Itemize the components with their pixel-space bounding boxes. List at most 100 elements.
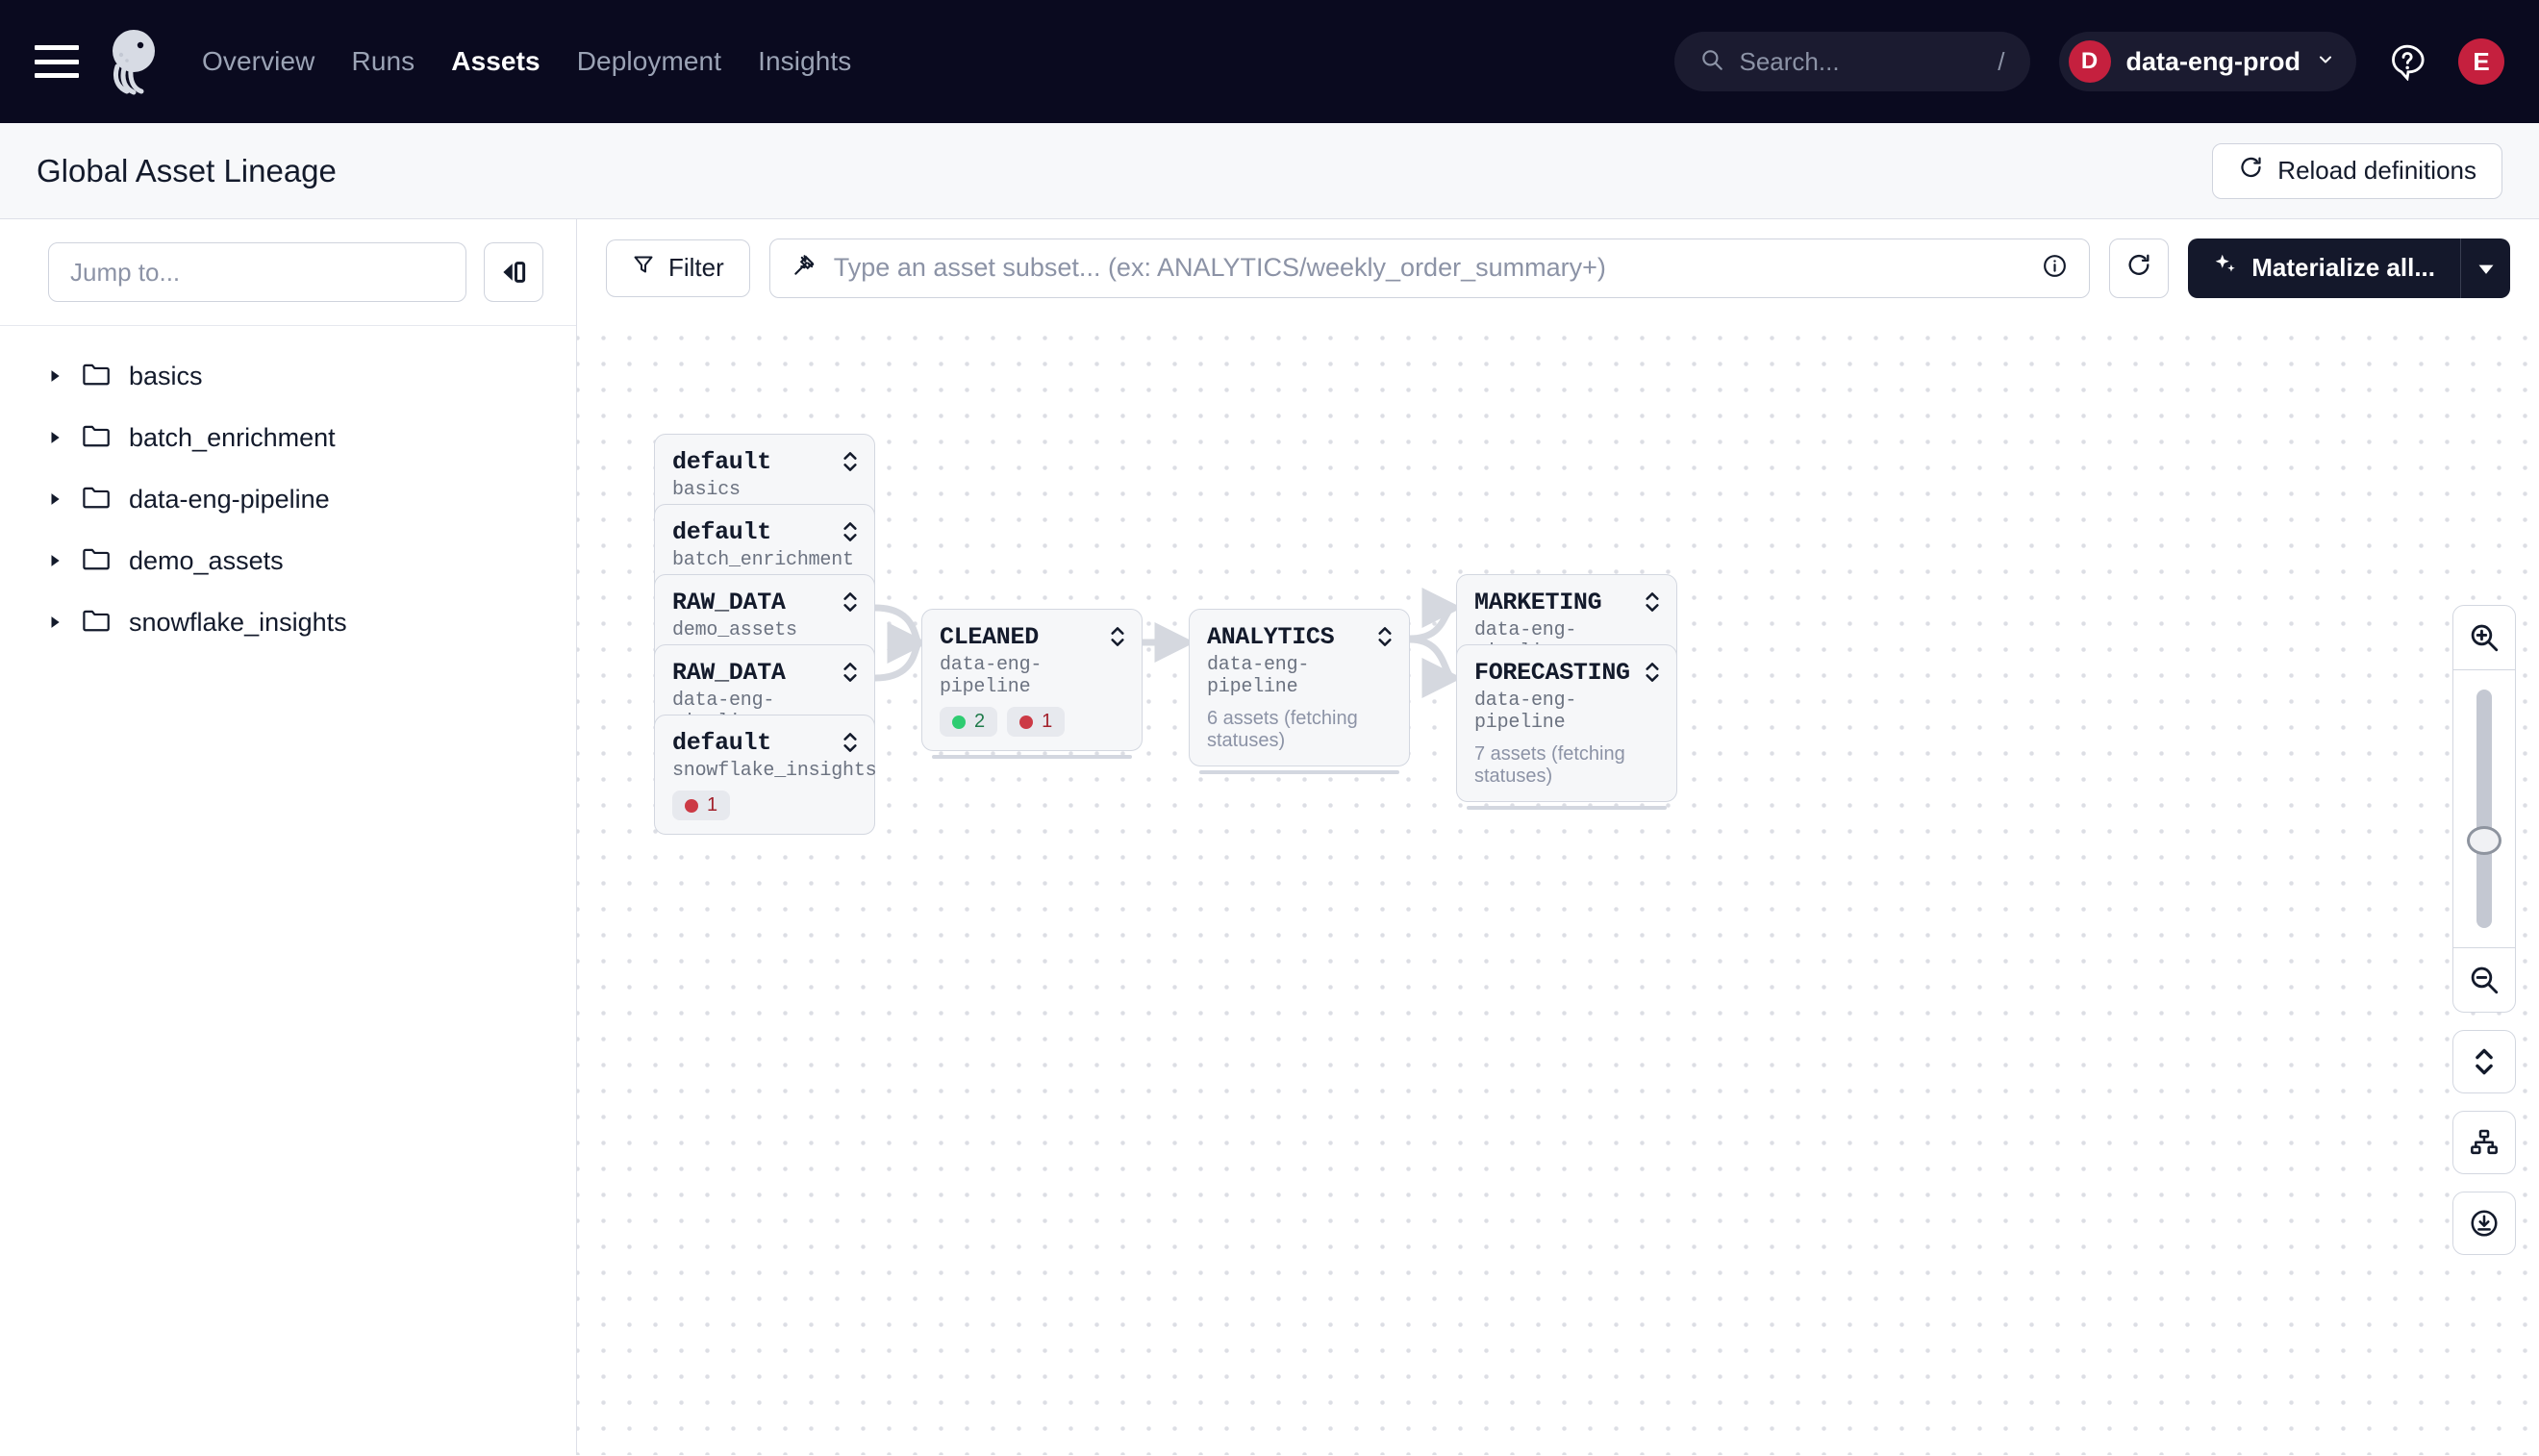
collapse-panel-icon[interactable]: [484, 242, 543, 302]
chevron-right-icon[interactable]: [46, 615, 63, 629]
status-badge-success[interactable]: 2: [940, 707, 998, 737]
user-avatar[interactable]: E: [2458, 38, 2504, 85]
status-count: 1: [707, 794, 718, 816]
node-title: default: [672, 448, 771, 476]
expand-collapse-chevrons-icon[interactable]: [1644, 590, 1661, 618]
sidebar-item-data-eng-pipeline[interactable]: data-eng-pipeline: [0, 468, 576, 530]
chevron-right-icon[interactable]: [46, 492, 63, 506]
folder-icon: [83, 547, 110, 575]
search-placeholder: Search...: [1739, 46, 1840, 76]
folder-icon: [83, 363, 110, 390]
node-subtitle: data-eng-pipeline: [940, 654, 1043, 698]
sidebar-item-snowflake-insights[interactable]: snowflake_insights: [0, 591, 576, 653]
zoom-in-icon[interactable]: [2453, 606, 2515, 669]
folder-icon: [83, 486, 110, 514]
edge-analytics-to-marketing: [1409, 588, 1463, 642]
expand-collapse-chevrons-icon[interactable]: [842, 590, 859, 618]
dagster-logo[interactable]: [104, 28, 163, 95]
refresh-graph-button[interactable]: [2109, 238, 2170, 298]
sidebar-item-label: basics: [129, 361, 203, 390]
status-count: 1: [1042, 711, 1053, 732]
node-fetching-status: 7 assets (fetching statuses): [1474, 743, 1625, 787]
filter-button[interactable]: Filter: [606, 238, 750, 297]
asset-subset-input[interactable]: Type an asset subset... (ex: ANALYTICS/w…: [768, 238, 2091, 298]
chevron-right-icon[interactable]: [46, 554, 63, 567]
refresh-icon: [2238, 155, 2264, 188]
sidebar-item-basics[interactable]: basics: [0, 345, 576, 407]
node-title: RAW_DATA: [672, 589, 786, 616]
node-status-chips: 1: [672, 791, 855, 820]
graph-toolbar: Filter Type an asset subset... (ex: ANAL…: [577, 219, 2539, 316]
zoom-slider-stack: [2452, 605, 2516, 1013]
node-subtitle: demo_assets: [672, 619, 797, 641]
node-subtitle: data-eng-pipeline: [1207, 654, 1310, 698]
asset-selection-icon: [792, 253, 817, 283]
reload-definitions-button[interactable]: Reload definitions: [2212, 142, 2502, 199]
sidebar-item-label: demo_assets: [129, 545, 284, 575]
organization-switcher[interactable]: D data-eng-prod: [2058, 32, 2356, 91]
lineage-canvas[interactable]: default basics 3 default batch_enric: [577, 316, 2539, 1455]
folder-icon: [83, 424, 110, 452]
reload-definitions-label: Reload definitions: [2277, 156, 2476, 185]
edge-demo-assets-to-cleaned: [874, 604, 928, 663]
node-title: MARKETING: [1474, 589, 1602, 616]
zoom-slider-track: [2476, 690, 2492, 928]
node-title: RAW_DATA: [672, 659, 786, 687]
asset-group-node-snowflake-insights[interactable]: default snowflake_insights 1: [654, 715, 877, 835]
materialize-button-group: Materialize all...: [2188, 238, 2510, 298]
asset-group-node-analytics[interactable]: ANALYTICS data-eng-pipeline 6 assets (fe…: [1189, 609, 1410, 774]
expand-collapse-chevrons-icon[interactable]: [842, 731, 859, 759]
nav-link-runs[interactable]: Runs: [351, 46, 415, 76]
expand-collapse-chevrons-icon[interactable]: [842, 661, 859, 689]
zoom-slider-thumb[interactable]: [2467, 826, 2501, 855]
refresh-icon: [2125, 252, 2152, 284]
edge-raw-data-pipeline-to-cleaned: [874, 623, 928, 682]
node-title: FORECASTING: [1474, 659, 1630, 687]
status-badge-failed[interactable]: 1: [672, 791, 731, 820]
asset-group-sidebar: basics batch_enrichment: [0, 219, 577, 1455]
sidebar-item-label: data-eng-pipeline: [129, 484, 330, 514]
lineage-graph-panel: Filter Type an asset subset... (ex: ANAL…: [577, 219, 2539, 1455]
expand-collapse-chevrons-icon[interactable]: [1644, 661, 1661, 689]
nav-link-insights[interactable]: Insights: [758, 46, 852, 76]
sidebar-item-batch-enrichment[interactable]: batch_enrichment: [0, 407, 576, 468]
sidebar-item-label: snowflake_insights: [129, 607, 347, 637]
status-count: 2: [974, 711, 986, 732]
main-content-area: basics batch_enrichment: [0, 219, 2539, 1455]
status-badge-failed[interactable]: 1: [1007, 707, 1066, 737]
expand-chevrons-icon[interactable]: [2452, 1030, 2516, 1093]
primary-nav-links: Overview Runs Assets Deployment Insights: [202, 46, 851, 77]
node-subtitle: batch_enrichment: [672, 549, 854, 571]
question-circle-icon[interactable]: [2385, 39, 2429, 84]
global-search-input[interactable]: Search... /: [1673, 32, 2030, 91]
chevron-right-icon[interactable]: [46, 369, 63, 383]
hamburger-menu-icon[interactable]: [35, 45, 79, 78]
sidebar-item-demo-assets[interactable]: demo_assets: [0, 530, 576, 591]
jump-to-input[interactable]: [48, 242, 466, 302]
node-subtitle: data-eng-pipeline: [1474, 690, 1577, 734]
nav-link-overview[interactable]: Overview: [202, 46, 315, 76]
search-icon: [1699, 47, 1724, 77]
asset-group-node-cleaned[interactable]: CLEANED data-eng-pipeline 2 1: [921, 609, 1143, 759]
node-title: default: [672, 518, 771, 546]
nav-link-deployment[interactable]: Deployment: [576, 46, 722, 76]
chevron-right-icon[interactable]: [46, 431, 63, 444]
status-dot-failed: [685, 798, 698, 813]
info-circle-icon[interactable]: [2042, 253, 2068, 284]
nav-link-assets[interactable]: Assets: [451, 46, 540, 76]
asset-group-node-forecasting[interactable]: FORECASTING data-eng-pipeline 7 assets (…: [1456, 644, 1677, 810]
materialize-all-button[interactable]: Materialize all...: [2188, 238, 2460, 298]
hierarchy-layout-icon[interactable]: [2452, 1111, 2516, 1174]
org-name-label: data-eng-prod: [2125, 46, 2301, 76]
expand-collapse-chevrons-icon[interactable]: [1109, 625, 1126, 653]
hamburger-line: [35, 59, 79, 64]
expand-collapse-chevrons-icon[interactable]: [842, 450, 859, 478]
download-circle-icon[interactable]: [2452, 1192, 2516, 1255]
filter-label: Filter: [668, 253, 724, 282]
expand-collapse-chevrons-icon[interactable]: [1376, 625, 1394, 653]
expand-collapse-chevrons-icon[interactable]: [842, 520, 859, 548]
materialize-options-caret-down-icon[interactable]: [2460, 238, 2510, 298]
nav-right-cluster: Search... / D data-eng-prod E: [1673, 32, 2504, 91]
zoom-out-icon[interactable]: [2453, 948, 2515, 1012]
zoom-slider[interactable]: [2453, 669, 2515, 948]
